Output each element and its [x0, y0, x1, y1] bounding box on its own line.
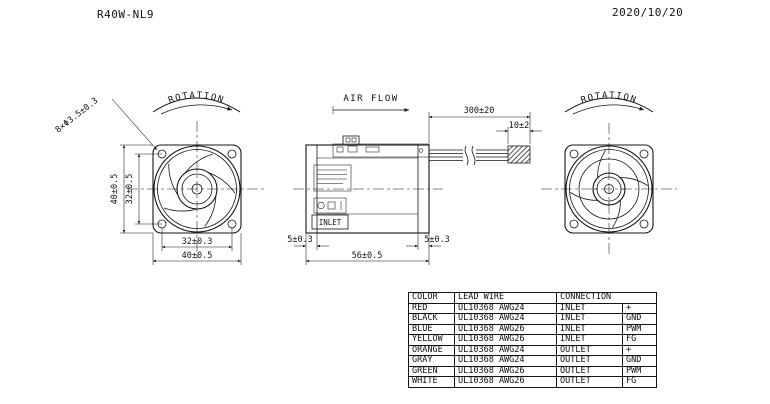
wire-table-row: BLUE UL10368 AWG26 INLET PWM: [408, 323, 657, 335]
wire-connection: INLET: [556, 334, 623, 346]
wire-terminal: GND: [622, 355, 657, 367]
mounting-hole: [569, 219, 579, 229]
wire-terminal: +: [622, 302, 657, 314]
mounting-hole: [639, 219, 649, 229]
wire-table-header-row: COLOR LEAD WIRE CONNECTION: [408, 292, 657, 304]
front-frame: [152, 144, 242, 234]
wire-table-row: GREEN UL10368 AWG26 OUTLET PWM: [408, 365, 657, 377]
rear-rotation-label: ROTATION: [580, 91, 639, 106]
wire-spec: UL10368 AWG26: [454, 365, 557, 377]
wire-connection: OUTLET: [556, 344, 623, 356]
front-rotation-label: ROTATION: [167, 91, 226, 106]
air-flow-label: AIR FLOW: [343, 94, 398, 104]
wire-terminal: PWM: [622, 323, 657, 335]
wire-color: GRAY: [408, 355, 455, 367]
impeller: [153, 145, 241, 233]
wire-terminal: PWM: [622, 365, 657, 377]
mounting-hole: [227, 149, 237, 159]
wire-table-row: WHITE UL10368 AWG26 OUTLET FG: [408, 376, 657, 388]
dim-front-hole-pitch-v: 32±0.5: [125, 174, 135, 205]
wire-spec: UL10368 AWG24: [454, 355, 557, 367]
wire-terminal: FG: [622, 334, 657, 346]
wire-color: YELLOW: [408, 334, 455, 346]
name-plate: [313, 164, 352, 192]
wire-color: RED: [408, 302, 455, 314]
wire-spec: UL10368 AWG24: [454, 344, 557, 356]
wire-table-row: RED UL10368 AWG24 INLET +: [408, 302, 657, 314]
wire-terminal: FG: [622, 376, 657, 388]
front-view: ROTATION 8×Φ3.5±0.3 40±0.5 32±0.5 32±0.3…: [54, 91, 267, 265]
front-rotation-arrow: [160, 104, 233, 115]
dim-front-frame-width: 40±0.5: [182, 251, 213, 261]
col-header-lead-wire: LEAD WIRE: [454, 292, 557, 304]
wire-spec: UL10368 AWG26: [454, 323, 557, 335]
dim-lead-length: 300±20: [464, 106, 495, 116]
wire-color: BLACK: [408, 313, 455, 325]
dim-flange-right: 5±0.3: [424, 235, 450, 245]
dim-body-depth: 56±0.5: [352, 251, 383, 261]
dim-front-frame-height: 40±0.5: [110, 174, 120, 205]
mounting-hole: [227, 219, 237, 229]
terminal-block: [332, 135, 430, 158]
wire-terminal: GND: [622, 313, 657, 325]
hole-callout-leader: [111, 98, 158, 151]
dim-front-hole-pitch-h: 32±0.3: [182, 237, 213, 247]
side-body: [305, 144, 430, 234]
rear-frame: [564, 144, 654, 234]
wire-color: WHITE: [408, 376, 455, 388]
inlet-marking-box: [311, 214, 349, 230]
date-label: 2020/10/20: [612, 6, 683, 19]
rear-rotation-arrow: [572, 104, 645, 115]
col-header-connection: CONNECTION: [556, 292, 657, 304]
wire-connection: INLET: [556, 313, 623, 325]
wire-table: COLOR LEAD WIRE CONNECTION RED UL10368 A…: [408, 292, 657, 388]
wire-table-row: GRAY UL10368 AWG24 OUTLET GND: [408, 355, 657, 367]
col-header-color: COLOR: [408, 292, 455, 304]
wire-color: BLUE: [408, 323, 455, 335]
wire-table-row: ORANGE UL10368 AWG24 OUTLET +: [408, 344, 657, 356]
dim-flange-left: 5±0.3: [287, 235, 313, 245]
wire-spec: UL10368 AWG26: [454, 334, 557, 346]
wire-connection: INLET: [556, 323, 623, 335]
wire-connector: [507, 145, 531, 164]
wire-terminal: +: [622, 344, 657, 356]
dim-strip-length: 10±2: [509, 121, 529, 131]
mounting-hole: [569, 149, 579, 159]
inlet-label: INLET: [319, 218, 342, 227]
wire-table-row: YELLOW UL10368 AWG26 INLET FG: [408, 334, 657, 346]
wire-connection: OUTLET: [556, 365, 623, 377]
mounting-hole: [639, 149, 649, 159]
lead-wires: [429, 145, 531, 166]
front-hole-callout: 8×Φ3.5±0.3: [54, 96, 100, 135]
side-view: INLET 300±20 10±2 AIR FLOW: [287, 94, 542, 265]
wire-connection: OUTLET: [556, 376, 623, 388]
rear-rotor: [565, 145, 653, 233]
wire-connection: INLET: [556, 302, 623, 314]
wire-spec: UL10368 AWG24: [454, 313, 557, 325]
wire-spec: UL10368 AWG24: [454, 302, 557, 314]
marking-icons: [313, 197, 347, 214]
wire-color: GREEN: [408, 365, 455, 377]
wire-connection: OUTLET: [556, 355, 623, 367]
part-number-label: R40W-NL9: [97, 8, 154, 21]
wire-spec: UL10368 AWG26: [454, 376, 557, 388]
rear-view: ROTATION: [541, 91, 677, 255]
wire-table-row: BLACK UL10368 AWG24 INLET GND: [408, 313, 657, 325]
wire-color: ORANGE: [408, 344, 455, 356]
